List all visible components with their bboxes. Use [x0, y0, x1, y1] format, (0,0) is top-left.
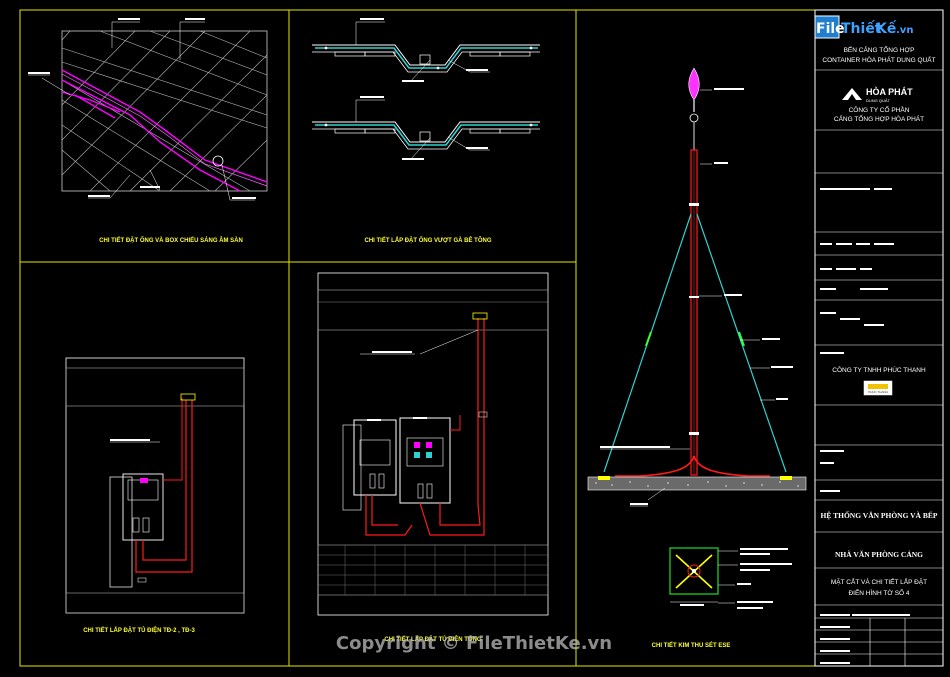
panel-lightning-mast: CHI TIẾT KIM THU SÉT ESE	[587, 67, 807, 649]
drawing-title-line1: MẶT CẮT VÀ CHI TIẾT LẮP ĐẶT	[831, 576, 927, 586]
sheet-frames	[19, 9, 816, 667]
project-name-line1: BẾN CẢNG TỔNG HỢP	[844, 44, 915, 54]
caption-pipe-box: CHI TIẾT ĐẶT ỐNG VÀ BOX CHIẾU SÁNG ÂM SÀ…	[99, 237, 243, 244]
owner-line2: CẢNG TỔNG HỢP HÒA PHÁT	[834, 114, 924, 123]
watermark-logo-thiet: Thiết	[841, 20, 882, 37]
floor-box-marker	[212, 155, 224, 167]
section-upper	[312, 18, 540, 83]
section-lower	[312, 96, 540, 161]
building-name: NHÀ VĂN PHÒNG CẢNG	[835, 549, 923, 559]
lightning-rod-head	[688, 67, 700, 150]
grounding-plan-detail	[669, 547, 792, 609]
system-name: HỆ THỐNG VĂN PHÒNG VÀ BẾP	[821, 510, 938, 520]
caption-grounding: CHI TIẾT KIM THU SÉT ESE	[652, 641, 731, 649]
watermark-logo: File Thiết Kế .vn	[814, 15, 913, 39]
title-block-frame	[814, 9, 944, 667]
owner-line1: CÔNG TY CỔ PHẦN	[849, 104, 910, 114]
watermark-logo-ke: Kế	[876, 20, 897, 37]
panel-cabinet-small: CHI TIẾT LẮP ĐẶT TỦ ĐIỆN TĐ-2 , TĐ-3	[65, 357, 245, 634]
project-name-line2: CONTAINER HÒA PHÁT DUNG QUẤT	[822, 54, 935, 64]
panel-pipe-box-plan: CHI TIẾT ĐẶT ỐNG VÀ BOX CHIẾU SÁNG ÂM SÀ…	[28, 18, 268, 244]
panel-cabinet-large: CHI TIẾT LẮP ĐẶT TỦ ĐIỆN TỔNG	[317, 272, 549, 643]
consultant-logo: PHÚC THANH	[863, 380, 893, 396]
consultant-name: CÔNG TY TNHH PHÚC THANH	[832, 365, 926, 374]
watermark-logo-vn: .vn	[896, 25, 913, 36]
caption-pipe-concrete: CHI TIẾT LẮP ĐẶT ỐNG VƯỢT GÀ BÊ TÔNG	[365, 236, 492, 244]
owner-logo: HÒA PHÁT DUNG QUẤT	[842, 86, 913, 103]
svg-text:PHÚC THANH: PHÚC THANH	[868, 389, 888, 394]
drawing-title-line2: ĐIỂN HÌNH TỜ SỐ 4	[848, 587, 909, 597]
watermark-logo-file: File	[816, 21, 845, 37]
watermark-copyright: Copyright © FileThietKe.vn	[336, 633, 612, 654]
title-block: BẾN CẢNG TỔNG HỢP CONTAINER HÒA PHÁT DUN…	[815, 44, 943, 666]
caption-cabinet-large: CHI TIẾT LẮP ĐẶT TỦ ĐIỆN TỔNG	[384, 635, 482, 643]
ground-foundation	[587, 476, 807, 491]
svg-text:HÒA PHÁT: HÒA PHÁT	[866, 86, 913, 97]
caption-cabinet-small: CHI TIẾT LẮP ĐẶT TỦ ĐIỆN TĐ-2 , TĐ-3	[83, 626, 195, 634]
svg-text:DUNG QUẤT: DUNG QUẤT	[866, 98, 891, 103]
panel-pipe-concrete: CHI TIẾT LẮP ĐẶT ỐNG VƯỢT GÀ BÊ TÔNG	[312, 18, 540, 244]
